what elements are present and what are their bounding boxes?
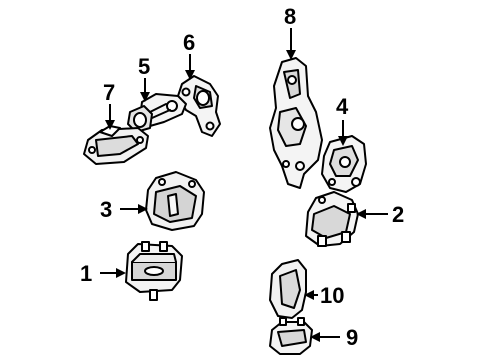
part-1-engine-mount — [125, 241, 183, 301]
part-9-transmission-mount — [269, 317, 313, 355]
callout-8: 8 — [284, 4, 296, 29]
callout-3: 3 — [100, 197, 112, 222]
callout-2: 2 — [392, 202, 404, 227]
part-4-mount-bracket — [321, 135, 367, 193]
part-7-strut-mount-base — [83, 125, 149, 165]
callout-1: 1 — [80, 261, 92, 286]
part-8-engine-bracket — [269, 57, 323, 189]
callout-7: 7 — [103, 80, 115, 105]
callout-5: 5 — [138, 54, 150, 79]
part-2-engine-mount — [305, 191, 359, 247]
callout-10: 10 — [320, 283, 344, 308]
part-3-mount-insulator — [145, 171, 205, 231]
part-5-torque-strut-link — [127, 93, 187, 133]
callout-9: 9 — [346, 325, 358, 350]
callout-6: 6 — [183, 30, 195, 55]
callout-4: 4 — [336, 94, 349, 119]
part-10-heat-shield — [269, 259, 307, 319]
